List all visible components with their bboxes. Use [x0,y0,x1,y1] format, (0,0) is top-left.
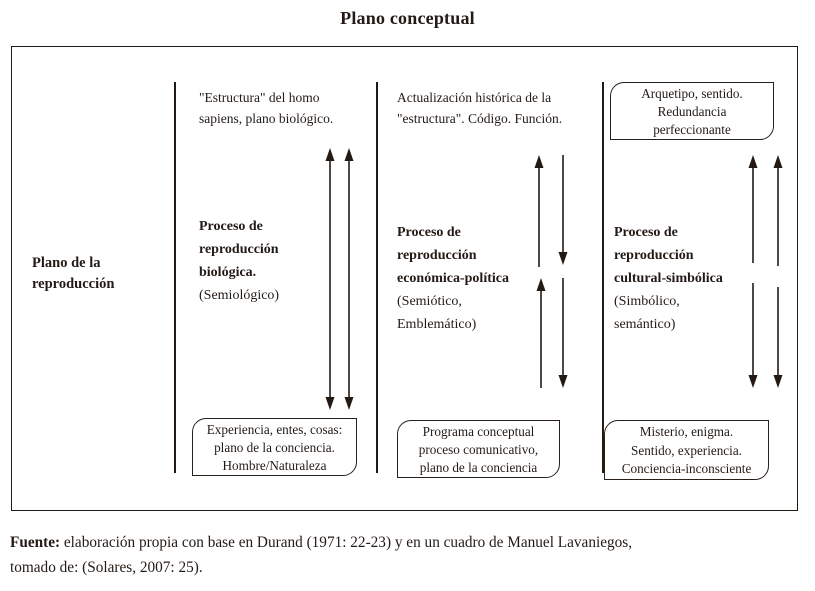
col3-top-line: perfeccionante [653,122,731,137]
up-arrow-icon [535,278,547,388]
col2-top-line: "estructura". Código. Función. [397,111,563,126]
col1-bottom-line: Hombre/Naturaleza [222,458,327,473]
diagram-frame [11,46,798,511]
col3-top-box: Arquetipo, sentido. Redundancia perfecci… [610,82,774,140]
source-caption-text: elaboración propia con base en Durand (1… [60,534,633,551]
col3-process-line: reproducción [614,248,694,263]
col1-top-text: "Estructura" del homo sapiens, plano bio… [199,87,371,129]
column-divider-3 [602,82,604,473]
col3-process-line: (Simbólico, [614,294,680,309]
col2-process-line: Proceso de [397,225,461,240]
col3-top-line: Redundancia [657,104,727,119]
down-arrow-icon [772,287,784,388]
col2-bottom-line: plano de la conciencia [419,460,538,475]
col1-top-line: sapiens, plano biológico. [199,111,334,126]
double-arrow-icon [343,148,355,410]
col1-bottom-line: plano de la conciencia. [214,440,335,455]
source-caption-line2: tomado de: (Solares, 2007: 25). [10,559,203,576]
col2-top-line: Actualización histórica de la [397,90,552,105]
source-caption-label: Fuente: [10,534,61,551]
col1-process-line: (Semiológico) [199,288,280,303]
col1-process-line: Proceso de [199,219,263,234]
double-arrow-icon [324,148,336,410]
col2-top-text: Actualización histórica de la "estructur… [397,87,582,129]
up-arrow-icon [747,155,759,263]
source-caption: Fuente: elaboración propia con base en D… [10,530,803,580]
figure-title: Plano conceptual [340,8,475,28]
up-arrow-icon [772,155,784,266]
col2-process-line: Emblemático) [397,317,477,332]
col1-bottom-box: Experiencia, entes, cosas: plano de la c… [192,418,357,476]
source-caption-line1: Fuente: elaboración propia con base en D… [10,530,803,555]
col1-process-line: biológica. [199,265,257,280]
col3-top-line: Arquetipo, sentido. [641,86,743,101]
column-divider-1 [174,82,176,473]
col3-bottom-line: Conciencia-inconsciente [621,461,752,476]
col1-top-line: "Estructura" del homo [199,90,320,105]
row-label: Plano de la reproducción [32,253,114,295]
column-divider-2 [376,82,378,473]
col2-process-text: Proceso de reproducción económica-políti… [397,221,509,336]
col2-process-line: económica-política [397,271,509,286]
col3-process-line: semántico) [614,317,676,332]
col3-process-text: Proceso de reproducción cultural-simbóli… [614,221,723,336]
col3-bottom-box: Misterio, enigma. Sentido, experiencia. … [604,420,769,480]
col2-bottom-box: Programa conceptual proceso comunicativo… [397,420,560,478]
down-arrow-icon [557,155,569,265]
row-label-line: Plano de la [32,255,101,271]
col2-process-line: (Semiótico, [397,294,462,309]
col3-process-line: cultural-simbólica [614,271,723,286]
col1-process-line: reproducción [199,242,279,257]
up-arrow-icon [533,155,545,267]
row-label-line: reproducción [32,276,115,292]
col2-bottom-line: Programa conceptual [422,424,535,439]
col1-bottom-line: Experiencia, entes, cosas: [206,422,343,437]
col1-process-text: Proceso de reproducción biológica. (Semi… [199,215,279,307]
down-arrow-icon [557,278,569,388]
down-arrow-icon [747,283,759,388]
col2-bottom-line: proceso comunicativo, [418,442,539,457]
col2-process-line: reproducción [397,248,477,263]
col3-process-line: Proceso de [614,225,678,240]
col3-bottom-line: Sentido, experiencia. [631,442,742,458]
col3-bottom-line: Misterio, enigma. [639,424,734,439]
